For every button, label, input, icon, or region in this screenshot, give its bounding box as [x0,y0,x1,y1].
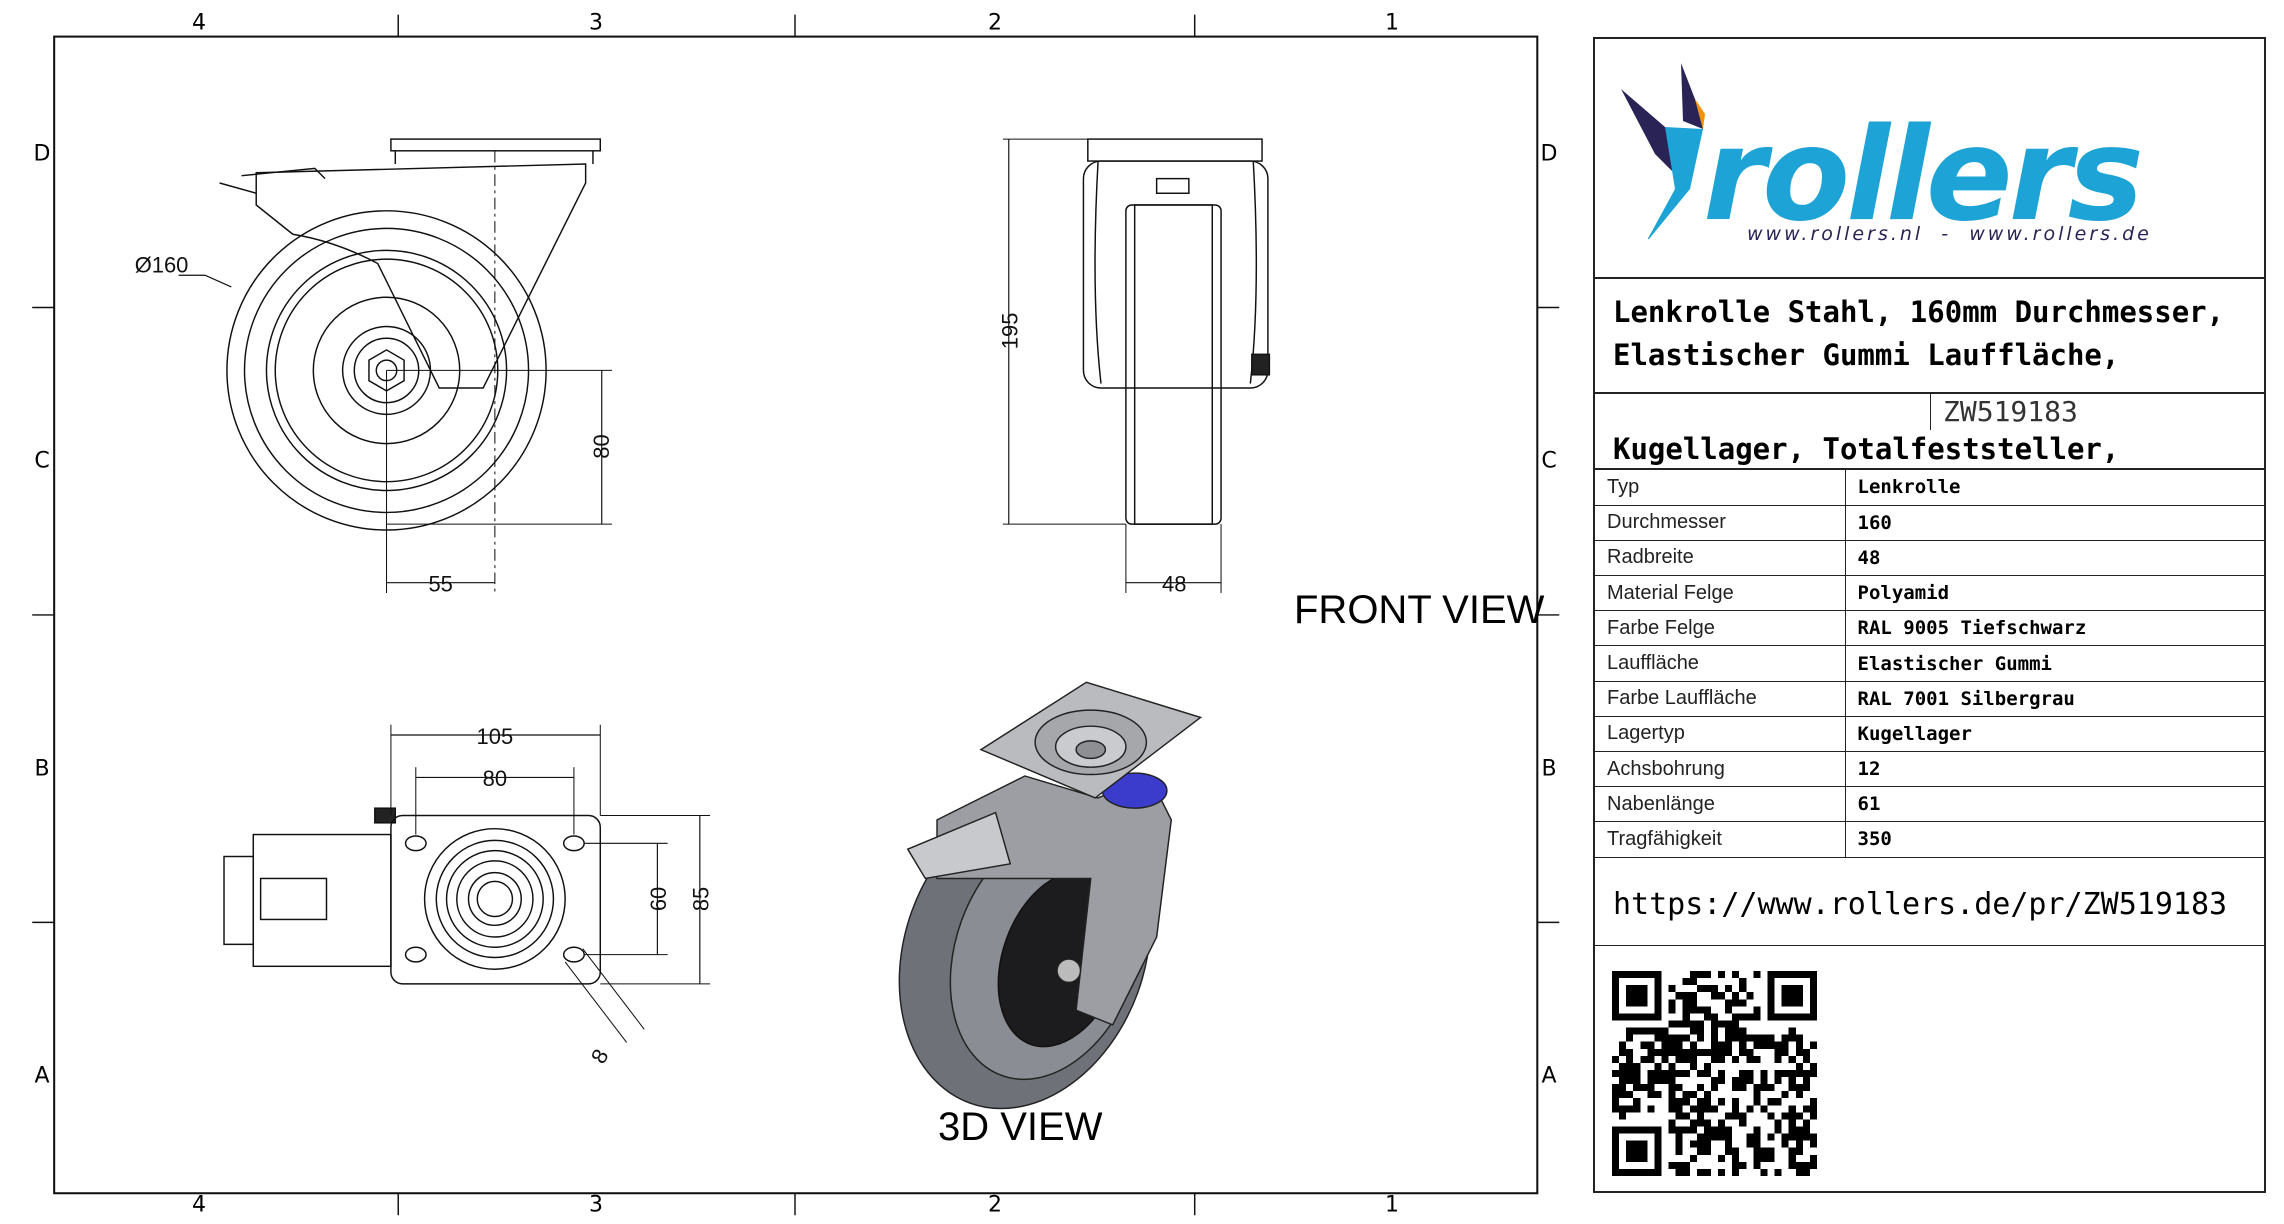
spec-value: 61 [1845,786,2264,823]
rollers-bird-logo-icon: rollers [1621,63,2144,239]
title-divider [1930,394,1931,430]
title-line-3: Kugellager, Totalfeststeller, [1613,432,2120,466]
zone-col-4-bottom: 4 [192,1192,206,1218]
product-title: Lenkrolle Stahl, 160mm Durchmesser, Elas… [1595,277,2264,394]
spec-key: Achsbohrung [1595,751,1846,788]
svg-text:rollers: rollers [1703,101,2140,239]
dim-plate-width: 85 [689,887,714,911]
spec-key: Lagertyp [1595,716,1846,753]
dim-axle-height: 80 [589,434,614,458]
title-block: rollers www.rollers.nl - www.rollers.de … [1593,37,2266,1193]
zone-row-b-right: B [1541,756,1557,782]
top-view [223,724,711,1043]
title-line-1: Lenkrolle Stahl, 160mm Durchmesser, [1613,295,2225,329]
qr-code[interactable] [1612,971,1817,1176]
view-3d-render [898,681,1203,1110]
zone-ticks [32,14,1560,1216]
view-3d-label: 3D VIEW [938,1105,1103,1149]
title-line-2: Elastischer Gummi Lauffläche, [1613,338,2120,372]
dim-hole-spacing-width: 60 [646,887,671,911]
spec-value: 48 [1845,540,2264,577]
spec-value: Polyamid [1845,575,2264,612]
spec-value: Elastischer Gummi [1845,645,2264,682]
divider [1595,945,2264,946]
spec-value: 350 [1845,821,2264,858]
zone-col-2-top: 2 [988,10,1002,36]
article-code: ZW519183 [1943,395,2078,428]
zone-col-2-bottom: 2 [988,1192,1002,1218]
zone-row-d-left: D [33,141,51,167]
spec-value: RAL 7001 Silbergrau [1845,681,2264,717]
spec-key: Radbreite [1595,540,1846,577]
zone-row-d-right: D [1540,141,1558,167]
dim-total-height: 195 [998,313,1023,350]
rollers-logo: rollers www.rollers.nl - www.rollers.de [1595,39,2264,279]
dim-hole-diameter: 8 [586,1045,614,1068]
title-row-2: ZW519183 Kugellager, Totalfeststeller, [1595,394,2264,470]
spec-value: 160 [1845,505,2264,541]
logo-urls: www.rollers.nl - www.rollers.de [1747,223,2152,245]
spec-value: 12 [1845,751,2264,788]
zone-col-3-top: 3 [589,10,603,36]
spec-key: Material Felge [1595,575,1846,612]
spec-value: Lenkrolle [1845,470,2264,506]
spec-value: RAL 9005 Tiefschwarz [1845,610,2264,647]
spec-key: Farbe Lauffläche [1595,681,1846,717]
spec-key: Typ [1595,470,1846,506]
zone-row-c-right: C [1541,448,1557,474]
dim-plate-length: 105 [477,724,514,749]
spec-key: Farbe Felge [1595,610,1846,647]
zone-col-4-top: 4 [192,10,206,36]
spec-key: Tragfähigkeit [1595,821,1846,858]
zone-col-1-bottom: 1 [1385,1192,1399,1218]
spec-key: Nabenlänge [1595,786,1846,823]
spec-key: Lauffläche [1595,645,1846,682]
zone-row-a-left: A [34,1063,50,1089]
front-view-label: FRONT VIEW [1294,588,1545,632]
product-url[interactable]: https://www.rollers.de/pr/ZW519183 [1613,887,2228,922]
spec-key: Durchmesser [1595,505,1846,541]
dim-wheel-width: 48 [1162,571,1186,596]
spec-value: Kugellager [1845,716,2264,753]
front-view [1002,138,1271,593]
zone-row-b-left: B [34,756,50,782]
dim-diameter: Ø160 [135,252,189,277]
zone-row-c-left: C [34,448,50,474]
dim-hole-spacing-length: 80 [483,766,507,791]
dim-offset: 55 [428,571,452,596]
zone-col-1-top: 1 [1385,10,1399,36]
zone-col-3-bottom: 3 [589,1192,603,1218]
side-view [178,138,612,593]
zone-row-a-right: A [1541,1063,1557,1089]
